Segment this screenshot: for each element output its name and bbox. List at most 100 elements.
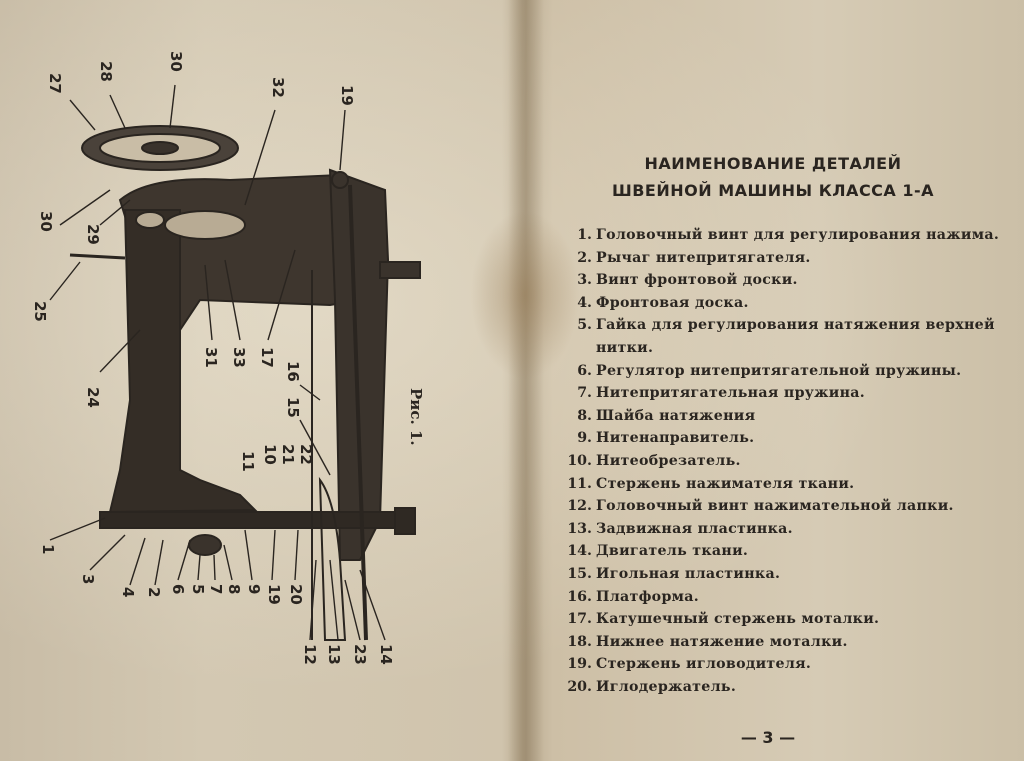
left-page: 27 28 30 32 19 30 29 25 24 31 33 17 16 1… [31, 51, 425, 665]
callout-14: 14 [377, 644, 395, 665]
item-text: Стержень нажимателя ткани. [596, 475, 855, 492]
callout-30-side: 30 [37, 211, 55, 232]
callout-5: 5 [189, 584, 207, 594]
item-text: Головочный винт для регулирования нажима… [596, 227, 1000, 243]
item-number: 6. [577, 362, 592, 379]
item-number: 15. [567, 565, 592, 582]
callout-17: 17 [258, 347, 276, 368]
water-stain [470, 210, 580, 380]
item-number: 12. [567, 498, 592, 515]
list-item: 8.Шайба натяжения [564, 405, 1019, 428]
callout-30: 30 [167, 51, 185, 72]
callout-3: 3 [79, 574, 97, 584]
item-text: Регулятор нитепритягательной пружины. [596, 362, 962, 379]
callout-31: 31 [202, 347, 220, 368]
item-number: 10. [567, 452, 592, 469]
item-number: 16. [567, 588, 592, 605]
book-gutter [508, 0, 544, 761]
callout-11: 11 [239, 451, 257, 472]
title-line-2: ШВЕЙНОЙ МАШИНЫ КЛАССА 1-А [611, 181, 935, 200]
callout-24: 24 [84, 387, 102, 408]
list-item: 7.Нитепритягательная пружина. [564, 382, 1019, 405]
callout-6: 6 [169, 584, 187, 594]
item-text: Игольная пластинка. [596, 565, 781, 582]
callout-25: 25 [31, 301, 49, 322]
item-number: 5. [577, 317, 592, 334]
item-text: Нитеобрезатель. [596, 452, 741, 469]
callout-12: 12 [301, 644, 319, 665]
callout-27: 27 [46, 73, 64, 94]
list-item: 3.Винт фронтовой доски. [564, 269, 1019, 292]
item-text: Нижнее натяжение моталки. [596, 633, 848, 650]
callout-32: 32 [269, 77, 287, 98]
callout-28: 28 [97, 61, 115, 82]
item-number: 11. [567, 475, 592, 492]
list-item: 18.Нижнее натяжение моталки. [564, 631, 1019, 654]
item-number: 8. [577, 407, 592, 424]
callout-20: 20 [287, 584, 305, 605]
callout-8: 8 [225, 584, 243, 594]
item-number: 3. [577, 272, 592, 289]
list-item: 12.Головочный винт нажимательной лапки. [564, 495, 1019, 518]
callout-15: 15 [284, 397, 302, 418]
list-item: 10.Нитеобрезатель. [564, 450, 1019, 473]
item-text: Нитепритягательная пружина. [596, 385, 866, 402]
list-item: 11.Стержень нажимателя ткани. [564, 473, 1019, 496]
page-number: — 3 — [740, 728, 796, 747]
callout-16: 16 [284, 361, 302, 382]
item-number: 13. [567, 520, 592, 537]
item-number: 9. [577, 430, 592, 447]
item-text: Винт фронтовой доски. [596, 272, 798, 289]
callout-29: 29 [84, 224, 102, 245]
callout-9: 9 [245, 584, 263, 594]
callout-19: 19 [265, 584, 283, 605]
right-page: НАИМЕНОВАНИЕ ДЕТАЛЕЙ ШВЕЙНОЙ МАШИНЫ КЛАС… [528, 0, 1024, 761]
item-number: 19. [567, 656, 592, 673]
callout-22: 22 [297, 444, 315, 465]
item-text: Платформа. [596, 588, 700, 605]
list-item: 15.Игольная пластинка. [564, 563, 1019, 586]
callout-10: 10 [261, 444, 279, 465]
item-number: 7. [577, 385, 592, 402]
list-item: 20.Иглодержатель. [564, 676, 1019, 699]
callout-1: 1 [39, 544, 57, 554]
callout-4: 4 [119, 587, 137, 597]
item-number: 17. [567, 611, 592, 628]
parts-list-title: НАИМЕНОВАНИЕ ДЕТАЛЕЙ ШВЕЙНОЙ МАШИНЫ КЛАС… [588, 150, 958, 204]
callout-19-top: 19 [338, 85, 356, 106]
list-item: 5.Гайка для регулирования натяжения верх… [564, 314, 1019, 359]
list-item: 2.Рычаг нитепритягателя. [564, 247, 1019, 270]
item-text: Катушечный стержень моталки. [596, 611, 880, 628]
item-text: Стержень игловодителя. [596, 656, 812, 673]
callout-33: 33 [230, 347, 248, 368]
item-number: 14. [567, 543, 592, 560]
item-text: Головочный винт нажимательной лапки. [596, 498, 954, 515]
item-text: Нитенаправитель. [596, 430, 755, 447]
callout-13: 13 [325, 644, 343, 665]
item-text: Задвижная пластинка. [596, 520, 793, 537]
item-number: 20. [567, 678, 592, 695]
item-number: 2. [577, 249, 592, 266]
item-text: Фронтовая доска. [596, 294, 749, 311]
item-number: 1. [577, 227, 592, 243]
sewing-machine-illustration: 27 28 30 32 19 30 29 25 24 31 33 17 16 1… [31, 51, 421, 665]
callout-7: 7 [207, 584, 225, 594]
item-text: Иглодержатель. [596, 678, 737, 695]
title-line-1: НАИМЕНОВАНИЕ ДЕТАЛЕЙ [644, 154, 902, 173]
list-item: 19.Стержень игловодителя. [564, 653, 1019, 676]
list-item: 9.Нитенаправитель. [564, 427, 1019, 450]
item-text: Рычаг нитепритягателя. [596, 249, 811, 266]
parts-list: 1.Головочный винт для регулирования нажи… [564, 224, 1019, 698]
item-text: Шайба натяжения [596, 407, 756, 424]
figure-caption: Рис. 1. [407, 388, 425, 446]
callout-21: 21 [279, 444, 297, 465]
list-item: 1.Головочный винт для регулирования нажи… [564, 224, 1019, 247]
item-number: 18. [567, 633, 592, 650]
list-item: 6.Регулятор нитепритягательной пружины. [564, 360, 1019, 383]
list-item: 17.Катушечный стержень моталки. [564, 608, 1019, 631]
list-item: 14.Двигатель ткани. [564, 540, 1019, 563]
item-number: 4. [577, 294, 592, 311]
item-text: Двигатель ткани. [596, 543, 749, 560]
list-item: 13.Задвижная пластинка. [564, 518, 1019, 541]
